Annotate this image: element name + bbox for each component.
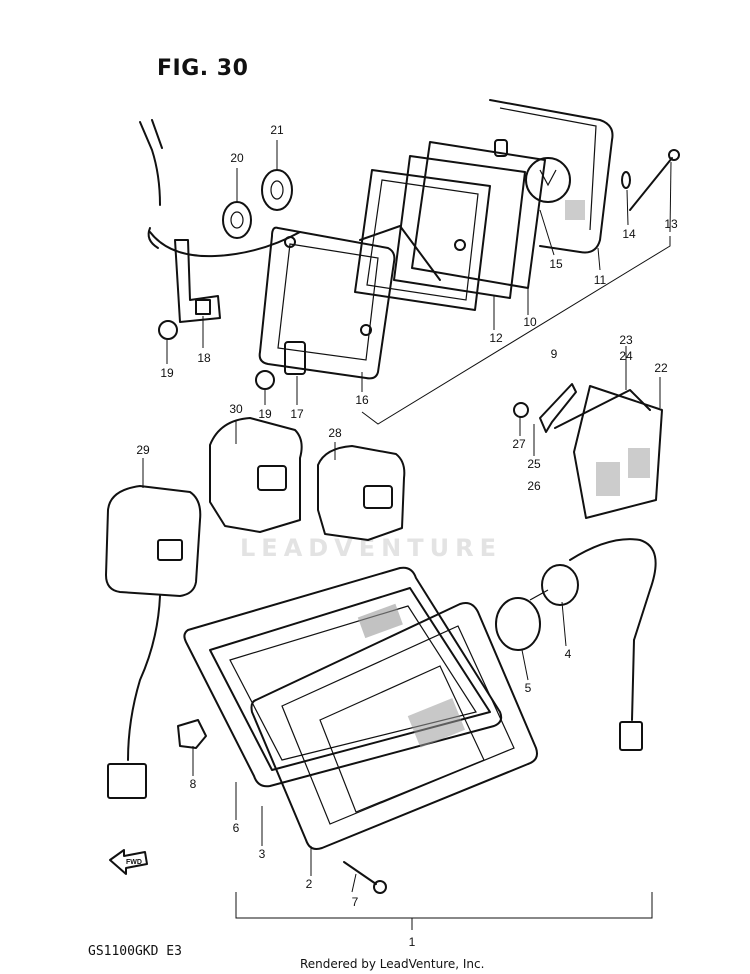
- callout-22: 22: [654, 361, 668, 375]
- part-9-base-plate[interactable]: [258, 226, 396, 380]
- wire-harness-upper: [139, 119, 301, 258]
- part-4-socket[interactable]: [541, 538, 657, 751]
- callout-24: 24: [619, 349, 633, 363]
- callout-9: 9: [551, 347, 558, 361]
- callout-19a: 19: [160, 366, 174, 380]
- callout-4: 4: [565, 647, 572, 661]
- watermark: LEADVENTURE: [240, 534, 502, 562]
- part-10-gasket[interactable]: [411, 141, 546, 289]
- part-15-bulb[interactable]: [494, 139, 571, 203]
- callout-7: 7: [352, 895, 359, 909]
- part-2-lens[interactable]: [250, 602, 538, 850]
- callout-30: 30: [229, 402, 243, 416]
- callout-3: 3: [259, 847, 266, 861]
- part-27-nut[interactable]: [513, 402, 529, 418]
- callout-26: 26: [527, 479, 541, 493]
- footer-credit: Rendered by LeadVenture, Inc.: [300, 957, 485, 971]
- part-12-gasket[interactable]: [393, 155, 526, 299]
- callout-13: 13: [664, 217, 678, 231]
- callout-28: 28: [328, 426, 342, 440]
- callout-14: 14: [622, 227, 636, 241]
- callout-12: 12: [489, 331, 503, 345]
- part-25-bracket[interactable]: [539, 383, 577, 433]
- part-18-bracket[interactable]: [174, 239, 221, 323]
- part-19-nut[interactable]: [158, 320, 275, 390]
- callout-29: 29: [136, 443, 150, 457]
- callout-16: 16: [355, 393, 369, 407]
- callout-19b: 19: [258, 407, 272, 421]
- part-22-reflector[interactable]: [554, 385, 663, 519]
- part-13-screw[interactable]: [629, 149, 680, 211]
- part-17-clip[interactable]: [284, 341, 306, 375]
- part-28-relay[interactable]: [317, 445, 406, 541]
- callout-6: 6: [233, 821, 240, 835]
- callout-10: 10: [523, 315, 537, 329]
- part-5-bulb[interactable]: [495, 589, 549, 651]
- callout-20: 20: [230, 151, 244, 165]
- part-21-grommet[interactable]: [261, 169, 293, 211]
- figure-title: FIG. 30: [157, 56, 249, 81]
- callout-5: 5: [525, 681, 532, 695]
- fwd-arrow-icon: FWD: [109, 849, 148, 875]
- part-14-washer[interactable]: [621, 171, 631, 189]
- callout-25: 25: [527, 457, 541, 471]
- callout-27: 27: [512, 437, 526, 451]
- callout-1: 1: [409, 935, 416, 949]
- part-16-light-housing[interactable]: [354, 169, 491, 311]
- callout-8: 8: [190, 777, 197, 791]
- callout-17: 17: [290, 407, 304, 421]
- part-3-base[interactable]: [209, 587, 491, 771]
- callout-21: 21: [270, 123, 284, 137]
- fwd-label: FWD: [126, 859, 142, 866]
- callout-labels: 1 2 3 4 5 6 7 8 9 10 11 12 13 14 15 16 1…: [136, 123, 678, 949]
- part-29-control-unit[interactable]: [105, 485, 202, 799]
- callout-18: 18: [197, 351, 211, 365]
- callout-2: 2: [306, 877, 313, 891]
- callout-23: 23: [619, 333, 633, 347]
- part-7-screw[interactable]: [343, 861, 387, 894]
- callout-11: 11: [594, 273, 607, 287]
- model-code: GS1100GKD E3: [88, 944, 182, 959]
- part-30-relay[interactable]: [209, 417, 303, 533]
- leader-lines: [142, 140, 672, 930]
- part-8-nut[interactable]: [177, 719, 207, 749]
- part-20-grommet[interactable]: [222, 201, 252, 239]
- part-11-taillight-housing[interactable]: [489, 99, 614, 254]
- part-6-gasket[interactable]: [183, 566, 503, 788]
- callout-15: 15: [549, 257, 563, 271]
